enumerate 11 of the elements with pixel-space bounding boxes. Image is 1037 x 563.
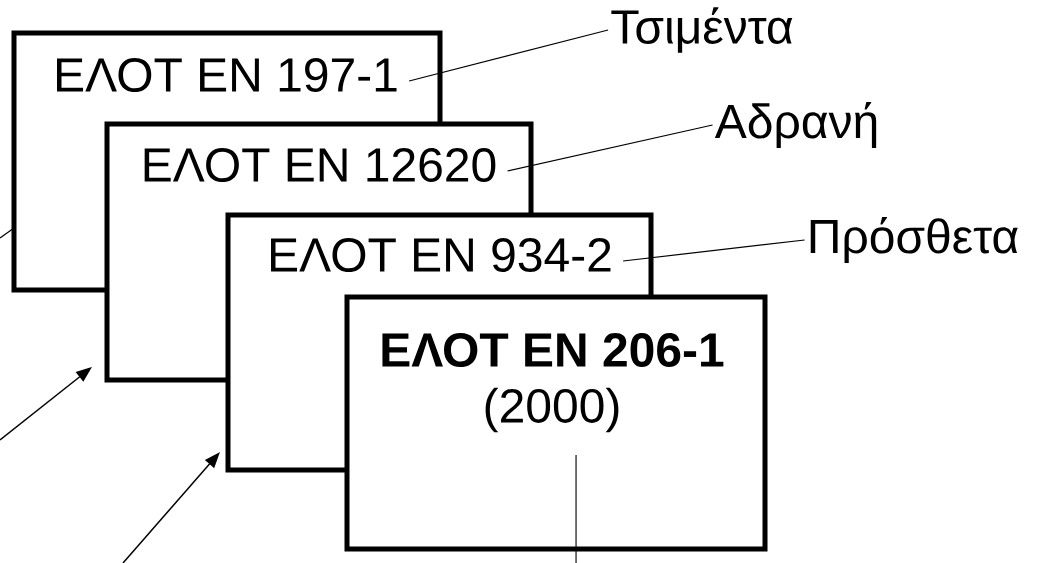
arrow xyxy=(0,367,92,441)
arrow xyxy=(122,452,220,563)
leader-line xyxy=(575,454,577,563)
leader-line xyxy=(506,124,714,172)
standard-box: ΕΛΟΤ ΕΝ 206-1 (2000) xyxy=(344,294,768,552)
category-label: Πρόσθετα xyxy=(810,216,1018,264)
leader-line xyxy=(0,227,15,239)
leader-line xyxy=(622,239,806,262)
leader-line xyxy=(408,29,609,82)
category-label: Τσιμέντα xyxy=(611,7,793,53)
category-label: Αδρανή xyxy=(714,101,877,149)
